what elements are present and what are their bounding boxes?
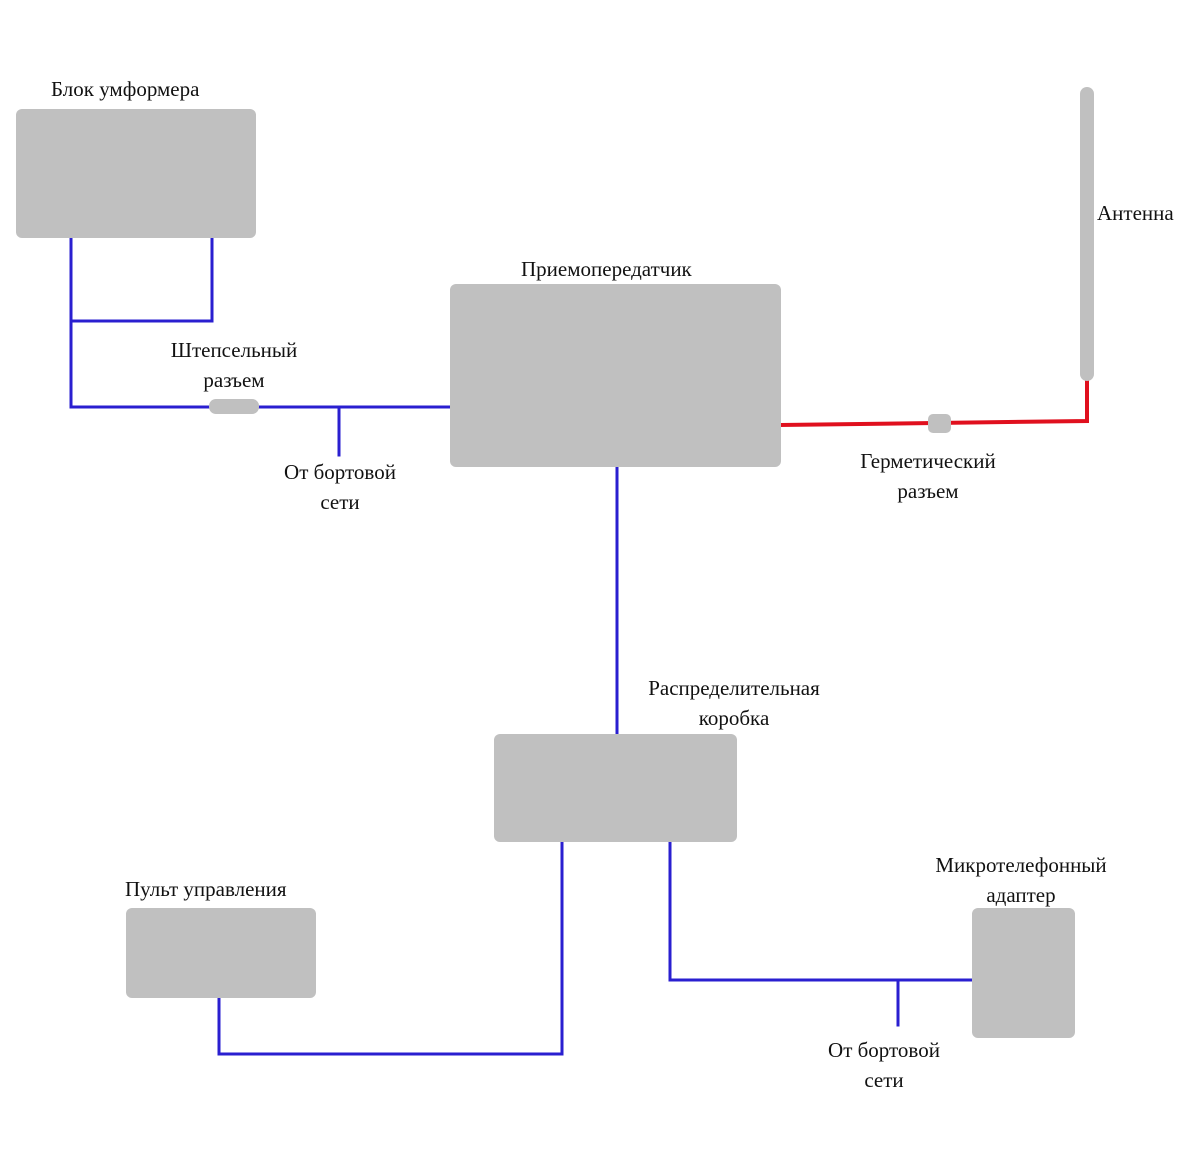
- onboard-power-bottom-label-line1: От бортовой: [828, 1038, 940, 1062]
- onboard-power-bottom-label: От бортовой сети: [784, 1035, 984, 1095]
- onboard-power-bottom-label-line2: сети: [864, 1068, 904, 1092]
- sealed-connector-label-line1: Герметический: [860, 449, 996, 473]
- antenna-label: Антенна: [1097, 201, 1174, 225]
- distribution-to-handset-wire: [668, 840, 974, 982]
- distribution-box-label-line1: Распределительная: [648, 676, 820, 700]
- antenna-mast: [1080, 87, 1094, 381]
- onboard-power-top-label: От бортовой сети: [240, 457, 440, 517]
- umformer-wire-right: [69, 236, 214, 323]
- control-panel-block: [126, 908, 316, 998]
- plug-connector: [209, 399, 259, 414]
- onboard-power-top-label-line1: От бортовой: [284, 460, 396, 484]
- handset-adapter-label: Микротелефонный адаптер: [911, 850, 1131, 910]
- distribution-box-label-line2: коробка: [698, 706, 770, 730]
- distribution-to-control-panel-wire: [217, 840, 564, 1056]
- transceiver-block: [450, 284, 781, 467]
- transceiver-to-antenna-rf-wire: [778, 376, 1089, 428]
- control-panel-label: Пульт управления: [125, 877, 287, 901]
- plug-connector-label: Штепсельный разъем: [134, 335, 334, 395]
- onboard-power-top-label-line2: сети: [320, 490, 360, 514]
- sealed-connector-label: Герметический разъем: [828, 446, 1028, 506]
- handset-adapter-label-line1: Микротелефонный: [935, 853, 1107, 877]
- sealed-connector-label-line2: разъем: [897, 479, 959, 503]
- transceiver-label: Приемопередатчик: [521, 257, 692, 281]
- handset-adapter-label-line2: адаптер: [986, 883, 1056, 907]
- handset-adapter-block: [972, 908, 1075, 1038]
- plug-connector-label-line2: разъем: [203, 368, 265, 392]
- distribution-box-block: [494, 734, 737, 842]
- sealed-connector: [928, 414, 951, 433]
- umformer-label: Блок умформера: [51, 77, 200, 101]
- distribution-box-label: Распределительная коробка: [614, 673, 854, 733]
- plug-connector-label-line1: Штепсельный: [170, 338, 298, 362]
- umformer-block: [16, 109, 256, 238]
